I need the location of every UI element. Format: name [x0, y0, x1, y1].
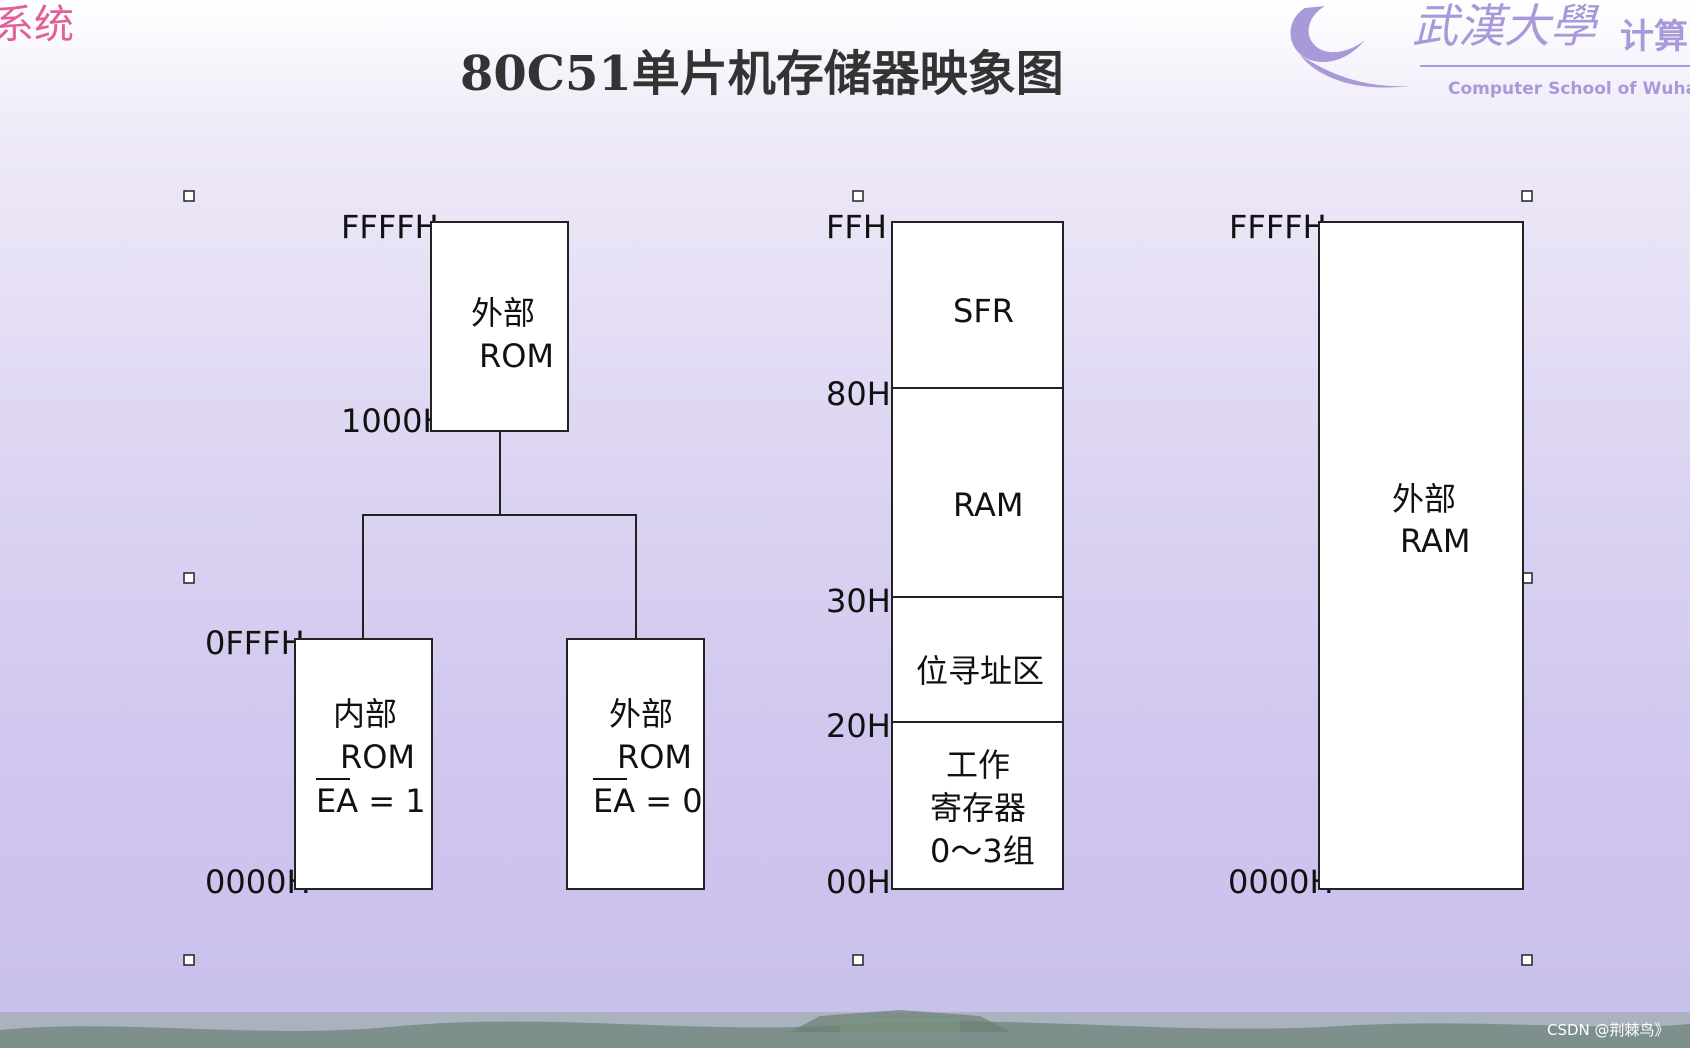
register-bank-block	[891, 721, 1064, 890]
sfr-label: SFR	[953, 292, 1014, 330]
handle-bottom-middle[interactable]	[852, 954, 864, 966]
xram-bottom-addr: 0000H	[1228, 863, 1334, 901]
rom-connector	[362, 431, 501, 639]
internal-rom-block	[294, 638, 433, 890]
sfr-block	[891, 221, 1064, 389]
idata-addr-20: 20H	[826, 707, 891, 745]
external-low-rom-block	[566, 638, 705, 890]
rom-boundary-addr: 0FFFH	[205, 624, 305, 662]
ram-block	[891, 387, 1064, 598]
external-low-rom-line2: ROM	[617, 738, 692, 776]
logo-en-text: Computer School of Wuhan	[1448, 79, 1690, 99]
logo-swirl-icon	[1290, 6, 1365, 62]
logo-wave-icon	[1300, 55, 1410, 88]
program-memory-map: FFFFH 1000H 0FFFH 0000H 外部 ROM 内部 ROM EA…	[205, 208, 705, 901]
handle-top-middle[interactable]	[852, 190, 864, 202]
reg-line3: 0～3组	[930, 832, 1035, 870]
page-title: 80C51单片机存储器映象图	[460, 46, 1064, 102]
logo-dept-text: 计算	[1620, 17, 1688, 57]
external-ram-block	[1318, 221, 1524, 890]
idata-addr-80: 80H	[826, 375, 891, 413]
handle-bottom-left[interactable]	[183, 954, 195, 966]
university-logo: 武漢大學 计算 Computer School of Wuhan	[1290, 0, 1690, 99]
reg-line2: 寄存器	[930, 789, 1026, 827]
internal-data-memory-map: FFH 80H 30H 20H 00H SFR RAM 位寻址区 工作 寄存器 …	[826, 208, 1064, 901]
corner-text: 系统	[0, 2, 74, 48]
external-ram-line1: 外部	[1392, 480, 1456, 518]
external-data-memory-map: FFFFH 0000H 外部 RAM	[1228, 208, 1524, 901]
external-low-rom-line1: 外部	[609, 695, 673, 733]
idata-addr-30: 30H	[826, 582, 891, 620]
handle-top-right[interactable]	[1521, 190, 1533, 202]
internal-rom-line3: EA = 1	[316, 782, 426, 820]
ram-label: RAM	[953, 486, 1023, 524]
bit-area-label: 位寻址区	[916, 652, 1044, 690]
rom-bottom-addr: 0000H	[205, 863, 311, 901]
external-low-rom-line3: EA = 0	[593, 782, 703, 820]
rom-top-addr: FFFFH	[341, 208, 439, 246]
logo-cn-text: 武漢大學	[1412, 0, 1600, 53]
idata-addr-00: 00H	[826, 863, 891, 901]
bit-addressable-block	[891, 596, 1064, 723]
handle-middle-left[interactable]	[183, 572, 195, 584]
xram-top-addr: FFFFH	[1229, 208, 1327, 246]
rom-mid-addr: 1000H	[341, 402, 447, 440]
campus-footer-image	[0, 1010, 1690, 1048]
external-ram-line2: RAM	[1400, 522, 1470, 560]
idata-addr-ff: FFH	[826, 208, 887, 246]
external-rom-line1: 外部	[471, 294, 535, 332]
internal-rom-line1: 内部	[333, 695, 397, 733]
handle-top-left[interactable]	[183, 190, 195, 202]
rom-connector-right	[500, 514, 637, 639]
reg-line1: 工作	[946, 746, 1010, 784]
internal-rom-line2: ROM	[340, 738, 415, 776]
external-rom-line2: ROM	[479, 337, 554, 375]
external-rom-block	[430, 221, 569, 432]
selection-handles[interactable]	[183, 190, 1533, 966]
handle-bottom-right[interactable]	[1521, 954, 1533, 966]
footer-credit: CSDN @荆棘鸟》	[1547, 1021, 1670, 1039]
